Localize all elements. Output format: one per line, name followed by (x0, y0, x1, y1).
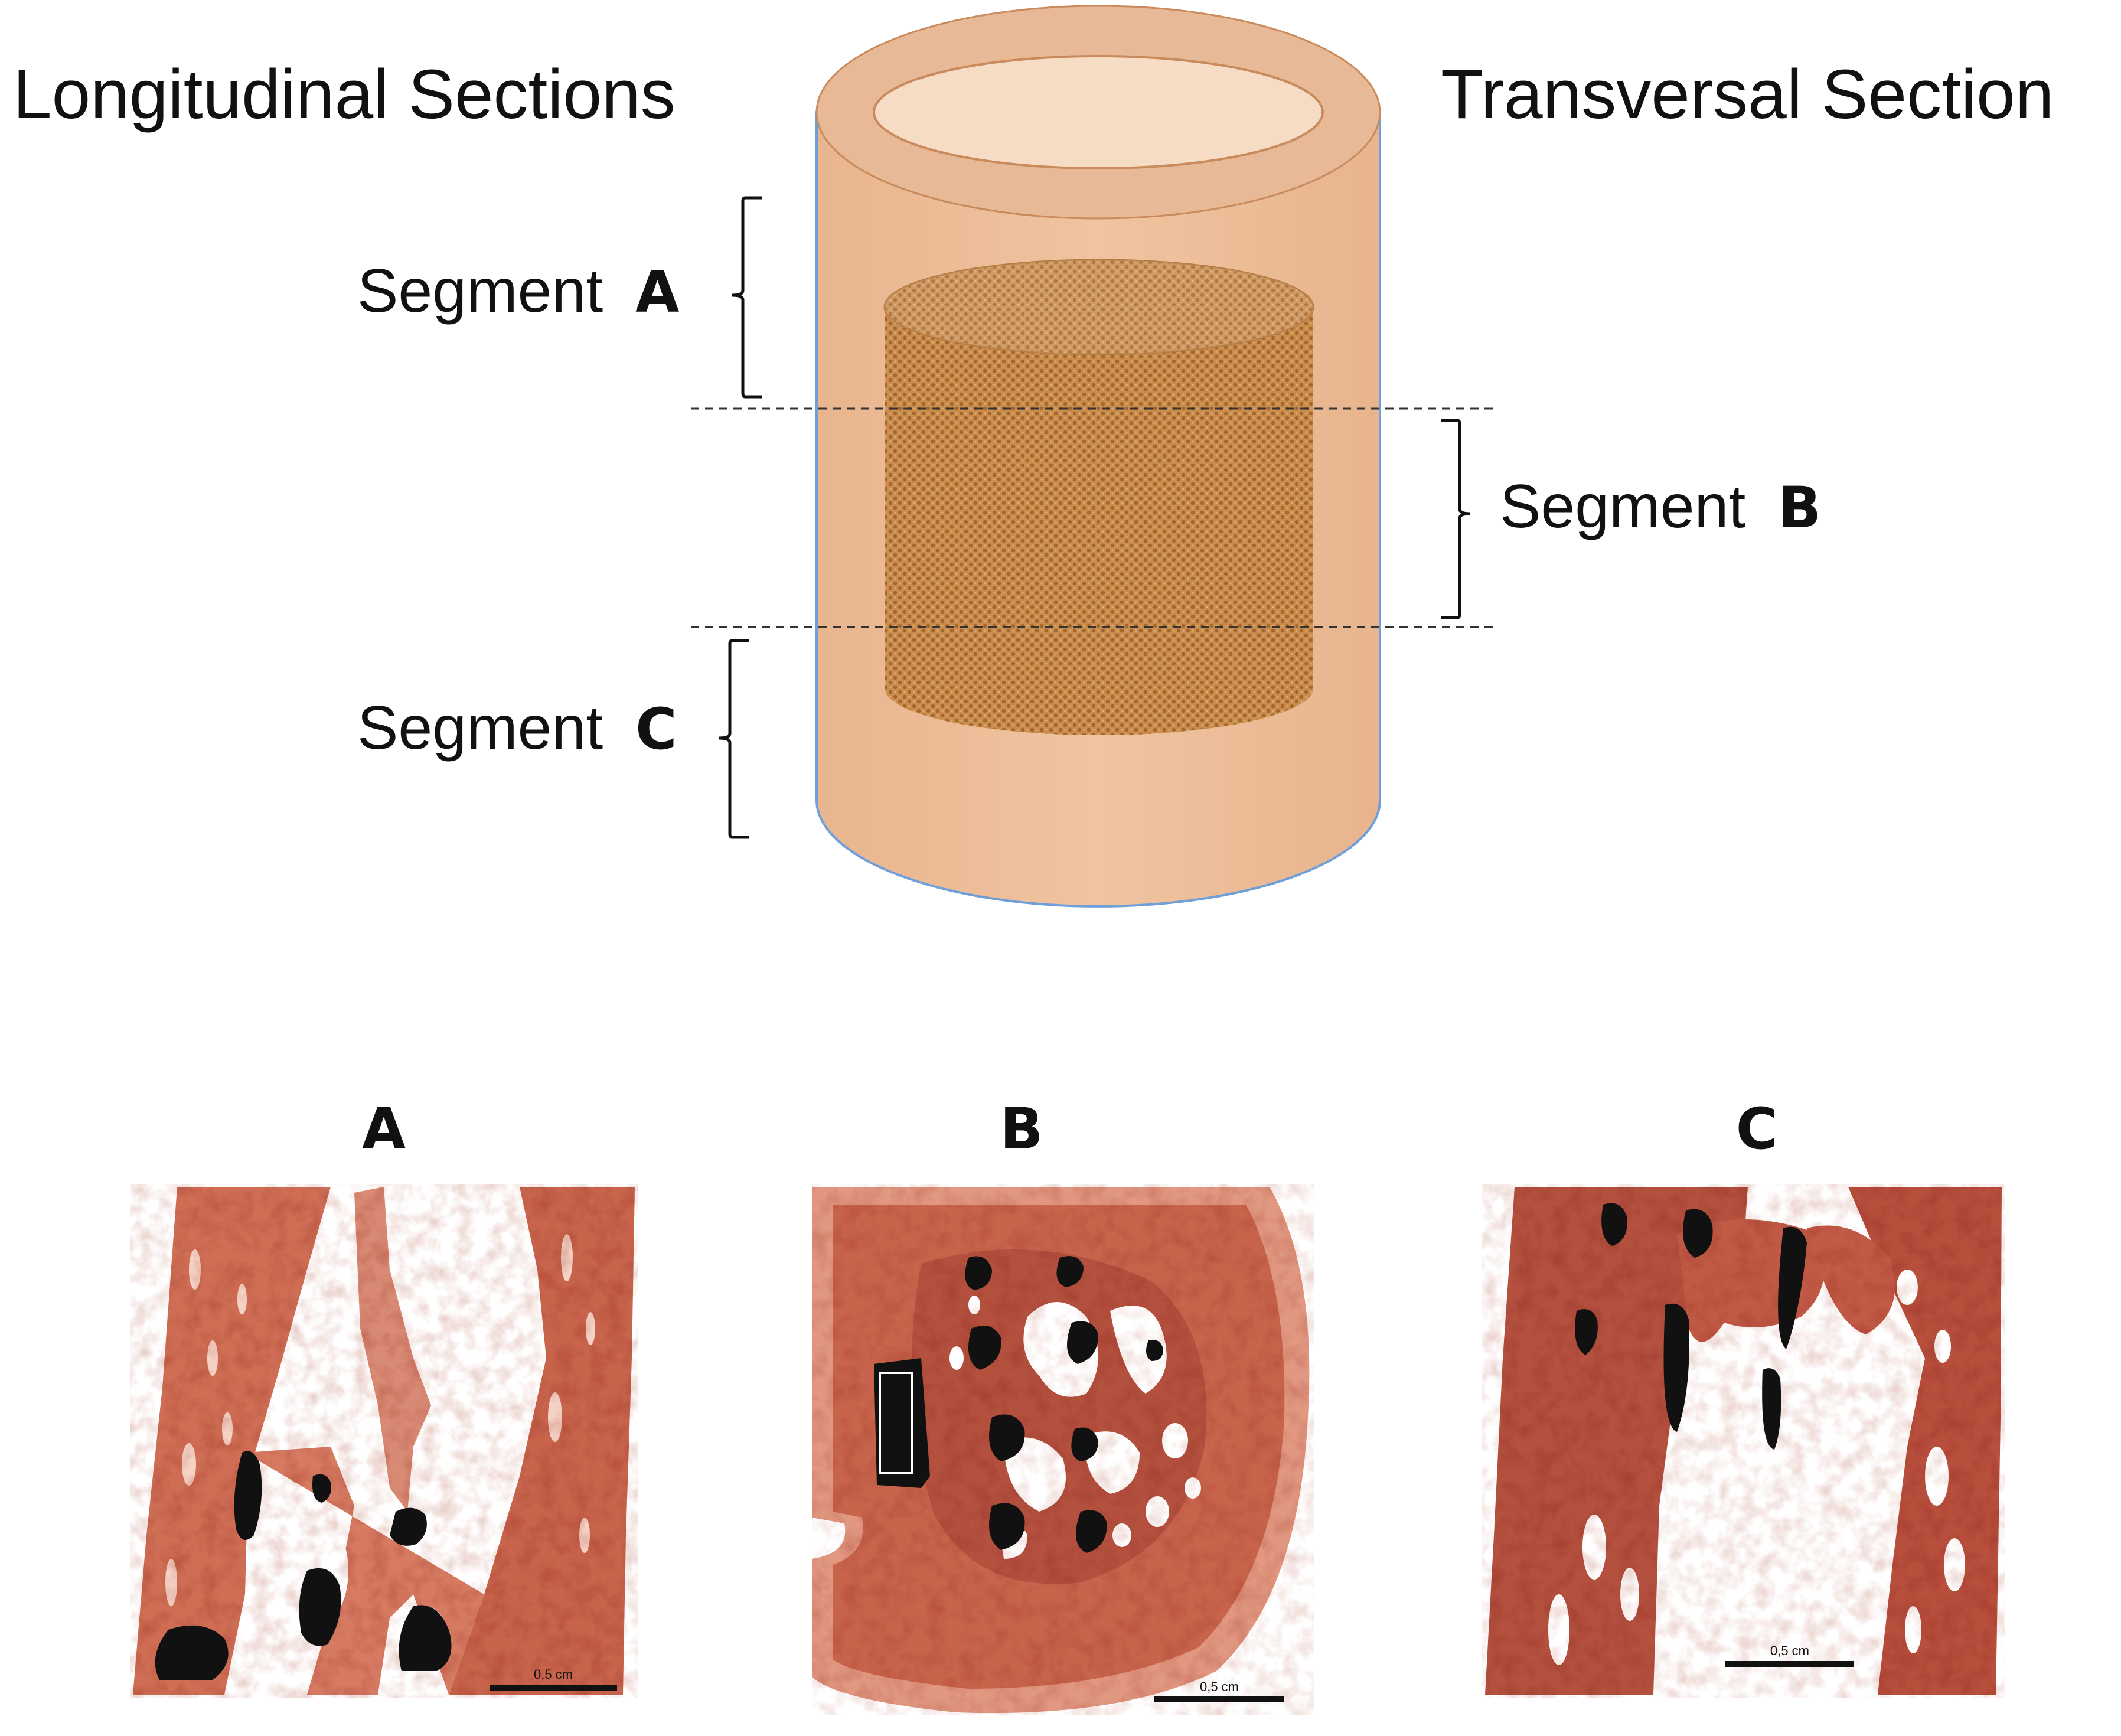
histology-panel-b: 0,5 cm (812, 1184, 1314, 1715)
transversal-heading: Transversal Section (1441, 56, 2054, 133)
segment-c-letter: C (635, 696, 677, 762)
segment-b-letter: B (1778, 475, 1821, 541)
histology-panel-a: 0,5 cm (130, 1184, 638, 1698)
segment-b-bracket (1441, 419, 1471, 619)
histology-panel-c: 0,5 cm (1482, 1184, 2005, 1698)
segment-a-prefix: Segment (357, 257, 603, 325)
segment-b-prefix: Segment (1500, 472, 1745, 541)
cylinder-canal (873, 55, 1324, 169)
segment-c-bracket (719, 639, 749, 839)
segment-b-label: Segment B (1500, 472, 1821, 541)
panel-c-label: C (1736, 1096, 1777, 1162)
segment-c-prefix: Segment (357, 694, 603, 762)
scale-label-c: 0,5 cm (1770, 1643, 1809, 1658)
implant-mesh (883, 259, 1314, 735)
scale-label-a: 0,5 cm (534, 1667, 573, 1682)
longitudinal-heading: Longitudinal Sections (13, 56, 676, 133)
panel-a-label: A (362, 1096, 406, 1162)
segment-a-bracket (732, 196, 762, 399)
segment-a-label: Segment A (357, 257, 679, 325)
panel-b-label: B (1000, 1096, 1043, 1162)
segment-c-label: Segment C (357, 694, 677, 762)
segment-a-letter: A (635, 259, 679, 325)
scale-label-b: 0,5 cm (1200, 1679, 1239, 1694)
